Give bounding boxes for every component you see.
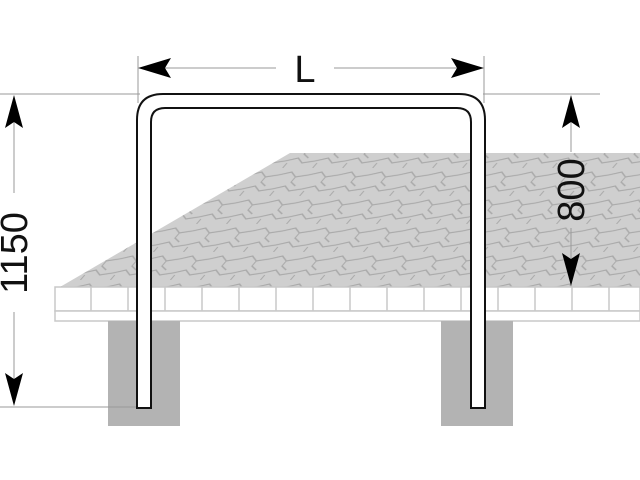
- arrow-up-icon: [5, 95, 23, 128]
- arrow-left-icon: [138, 58, 171, 78]
- arrow-right-icon: [451, 58, 484, 78]
- arrow-down-icon: [562, 253, 580, 286]
- arrow-up-icon: [562, 95, 580, 128]
- width-label: L: [294, 49, 315, 91]
- paving-surface: [60, 153, 640, 287]
- above-ground-label: 800: [551, 158, 593, 221]
- above-ground-dimension: 800: [551, 95, 593, 286]
- u-bar-post: [136, 93, 486, 409]
- total-height-dimension: 1150: [0, 95, 36, 406]
- total-height-label: 1150: [0, 212, 36, 294]
- width-dimension: L: [138, 49, 484, 91]
- extension-lines: [0, 56, 600, 408]
- curb-blocks: [54, 286, 640, 322]
- arrow-down-icon: [5, 373, 23, 406]
